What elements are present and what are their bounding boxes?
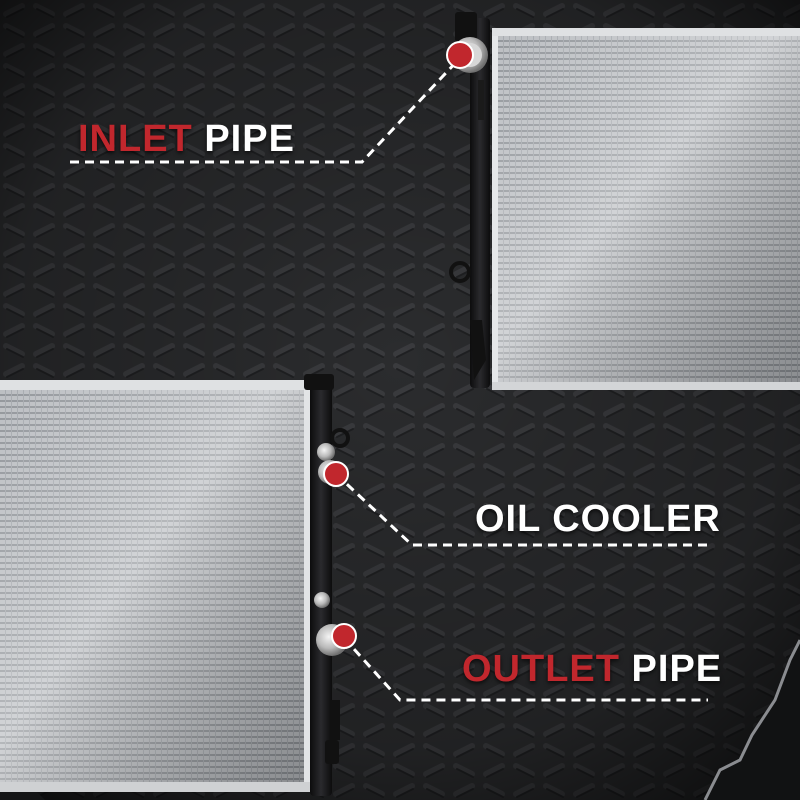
- outlet-pipe-label-rest: PIPE: [619, 648, 723, 690]
- lower-radiator: [0, 374, 350, 796]
- inlet-pipe-label-accent: INLET: [78, 118, 193, 160]
- inlet-pipe-label-rest: PIPE: [192, 118, 295, 160]
- inlet-pipe-label: INLET PIPE: [78, 120, 295, 158]
- oil-cooler-marker-icon: [323, 461, 349, 487]
- upper-radiator: [449, 12, 800, 390]
- outlet-pipe-marker-icon: [331, 623, 357, 649]
- leader-lines: [70, 56, 708, 702]
- inlet-pipe-marker-icon: [446, 41, 474, 69]
- outlet-pipe-label-accent: OUTLET: [462, 648, 620, 690]
- oil-cooler-label: OIL COOLER: [475, 498, 721, 540]
- outlet-pipe-label: OUTLET PIPE: [462, 650, 722, 688]
